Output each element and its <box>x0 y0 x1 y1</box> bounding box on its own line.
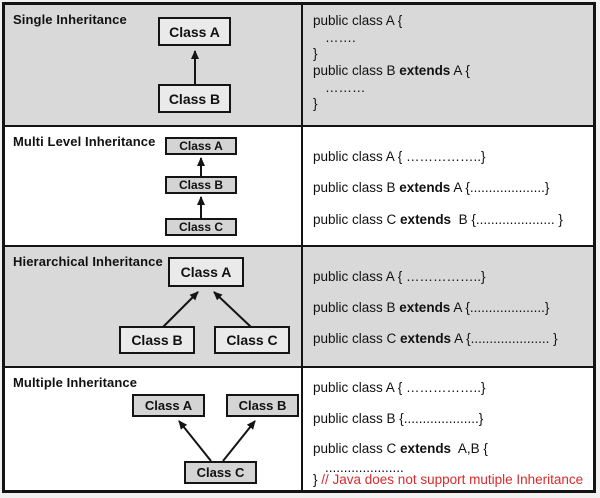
class-box-a: Class A <box>165 137 237 155</box>
code-line: public class B extends A {..............… <box>313 180 550 195</box>
code-line: } <box>313 46 318 61</box>
class-box-a: Class A <box>132 394 205 417</box>
code-line: public class A { ……………..} <box>313 149 486 164</box>
single-inheritance-diagram-panel: Single Inheritance Class A Class B <box>5 5 303 127</box>
code-line: public class C extends A {..............… <box>313 331 558 346</box>
row-title-multi-level-inheritance: Multi Level Inheritance <box>13 134 156 149</box>
code-line: public class B extends A {..............… <box>313 300 550 315</box>
class-box-b: Class B <box>158 84 231 113</box>
code-line: public class A { <box>313 13 403 28</box>
class-box-c: Class C <box>165 218 237 236</box>
class-box-c: Class C <box>214 326 290 354</box>
single-inheritance-code-panel: public class A { ……. } public class B ex… <box>303 5 593 127</box>
code-line: public class B {....................} <box>313 411 484 426</box>
multiple-inheritance-diagram-panel: Multiple Inheritance Class A Class B Cla… <box>5 368 303 490</box>
class-box-c: Class C <box>184 461 257 484</box>
class-box-a: Class A <box>158 17 231 46</box>
hierarchical-inheritance-code-panel: public class A { ……………..} public class B… <box>303 247 593 368</box>
code-line: ……… <box>325 80 366 95</box>
red-comment: // Java does not support mutiple Inherit… <box>321 472 584 487</box>
row-title-multiple-inheritance: Multiple Inheritance <box>13 375 138 390</box>
multi-level-inheritance-diagram-panel: Multi Level Inheritance Class A Class B … <box>5 127 303 247</box>
row-title-hierarchical-inheritance: Hierarchical Inheritance <box>13 254 163 269</box>
hierarchical-inheritance-diagram-panel: Hierarchical Inheritance Class A Class B… <box>5 247 303 368</box>
row-title-single-inheritance: Single Inheritance <box>13 12 127 27</box>
code-line-java-comment: } // Java does not support mutiple Inher… <box>313 472 584 487</box>
multi-level-inheritance-code-panel: public class A { ……………..} public class B… <box>303 127 593 247</box>
class-box-b: Class B <box>165 176 237 194</box>
code-line: public class A { ……………..} <box>313 269 486 284</box>
code-line: public class B extends A { <box>313 63 470 78</box>
code-line: ..................... <box>325 460 404 475</box>
code-line: } <box>313 96 318 111</box>
code-line: public class A { ……………..} <box>313 380 486 395</box>
inheritance-table: Single Inheritance Class A Class B publi… <box>2 2 596 493</box>
code-line: public class C extends A,B { <box>313 441 488 456</box>
class-box-b: Class B <box>119 326 195 354</box>
multiple-inheritance-code-panel: public class A { ……………..} public class B… <box>303 368 593 490</box>
code-line: ……. <box>325 30 356 45</box>
class-box-b: Class B <box>226 394 299 417</box>
class-box-a: Class A <box>168 257 244 287</box>
code-line: public class C extends B {..............… <box>313 212 563 227</box>
